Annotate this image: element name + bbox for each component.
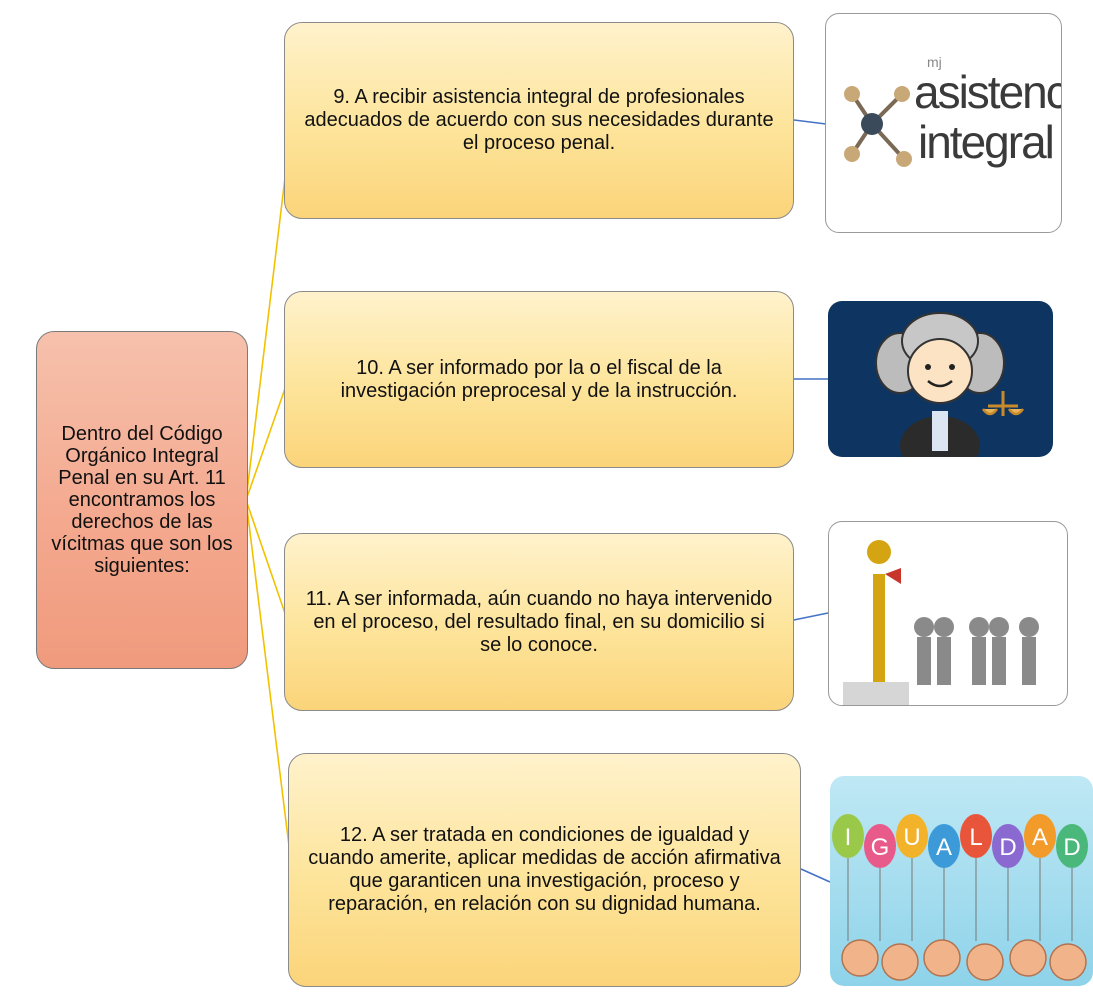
judge-cartoon-image (828, 301, 1053, 457)
asistencia-integral-logo-image: mj asistencia integral (825, 13, 1062, 233)
root-text: Dentro del Código Orgánico Integral Pena… (51, 423, 233, 577)
balloon (960, 814, 992, 858)
balloon-letter: A (936, 834, 952, 861)
right-item-12-text: 12. A ser tratada en condiciones de igua… (308, 824, 781, 915)
megaphone-crowd-icon (843, 540, 1039, 705)
right-item-12: 12. A ser tratada en condiciones de igua… (288, 753, 801, 987)
balloon-letter: D (1063, 834, 1080, 861)
right-item-9: 9. A recibir asistencia integral de prof… (284, 22, 794, 219)
balloon (864, 824, 896, 868)
connector-root-item-10 (245, 379, 289, 501)
right-item-10-text: 10. A ser informado por la o el fiscal d… (340, 356, 738, 402)
root-node: Dentro del Código Orgánico Integral Pena… (36, 331, 248, 669)
judge-icon (875, 312, 1025, 457)
balloon-letter: G (871, 834, 890, 861)
balloon-letter: U (903, 824, 920, 851)
right-item-10: 10. A ser informado por la o el fiscal d… (284, 291, 794, 468)
announcer-megaphone-image (828, 521, 1068, 706)
connector-item-12-image (800, 868, 831, 883)
connector-root-item-11 (245, 499, 289, 623)
balloon-letter: A (1032, 824, 1048, 851)
balloon-letter: D (999, 834, 1016, 861)
balloon-letter: L (969, 824, 982, 851)
balloon (1056, 824, 1088, 868)
connector-item-9-image (793, 119, 827, 125)
logo-integral-text: integral (918, 116, 1055, 168)
balloon (896, 814, 928, 858)
right-item-11: 11. A ser informada, aún cuando no haya … (284, 533, 794, 711)
right-item-9-text: 9. A recibir asistencia integral de prof… (304, 86, 774, 154)
logo-asistencia-text: asistencia (914, 66, 1061, 118)
connector-root-item-12 (245, 499, 293, 871)
right-item-11-text: 11. A ser informada, aún cuando no haya … (305, 587, 773, 656)
balloon (1024, 814, 1056, 858)
balloon (992, 824, 1024, 868)
logo-mj-text: mj (927, 54, 942, 70)
balloon (928, 824, 960, 868)
network-icon (844, 86, 912, 167)
balloon-letter: I (845, 824, 852, 851)
balloon (832, 814, 864, 858)
